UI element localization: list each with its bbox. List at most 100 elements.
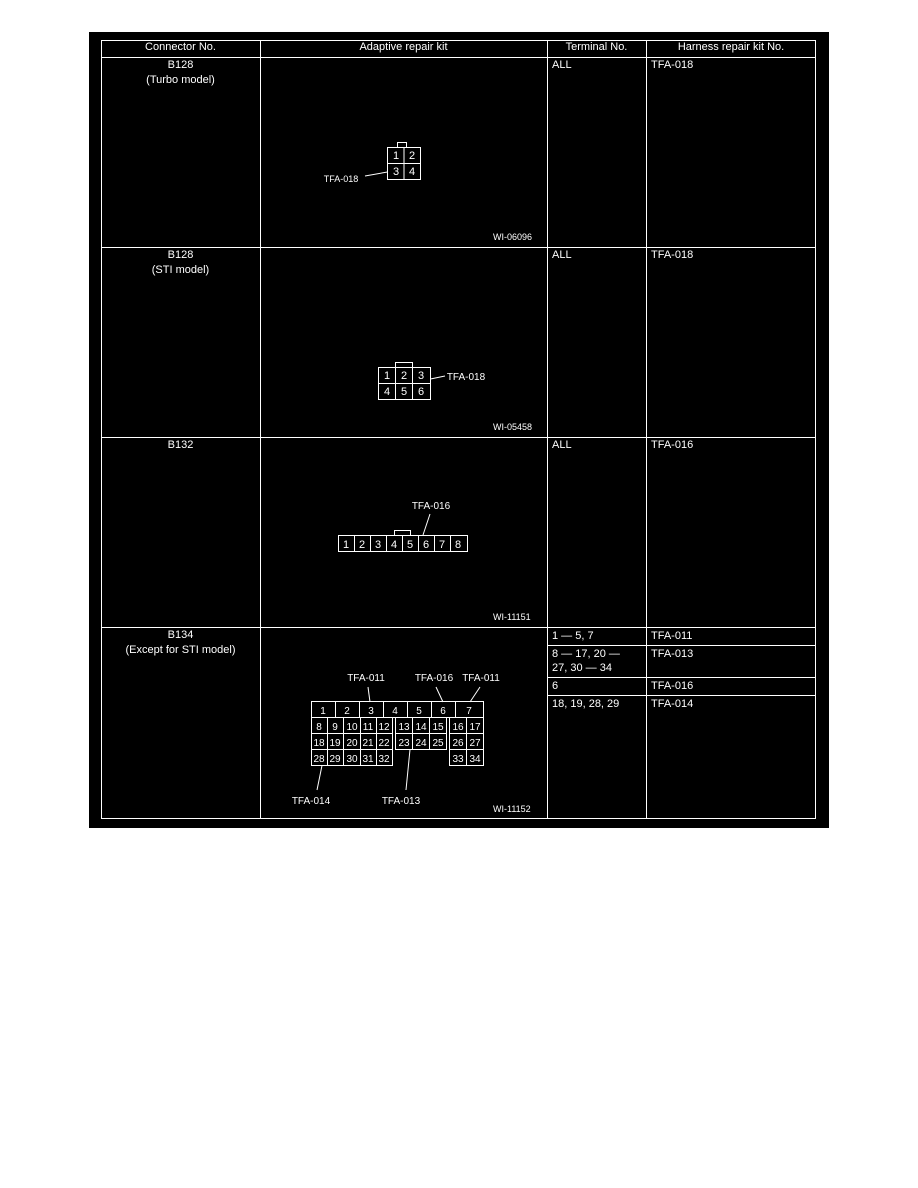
pin-label: 7 xyxy=(439,539,445,551)
pin-label: 13 xyxy=(398,722,410,733)
column-divider xyxy=(646,40,647,819)
row-divider xyxy=(101,247,816,248)
terminal-no-continued: 27, 30 — 34 xyxy=(552,662,612,674)
harness-kit-no: TFA-016 xyxy=(651,680,694,692)
terminal-no: ALL xyxy=(552,439,572,451)
pin-label: 5 xyxy=(416,706,422,717)
pin-label: 31 xyxy=(362,754,374,765)
header-terminal: Terminal No. xyxy=(565,41,628,53)
harness-kit-no: TFA-016 xyxy=(651,439,694,451)
header-connector: Connector No. xyxy=(145,41,216,53)
connector-note: (Except for STI model) xyxy=(125,644,236,656)
row-divider xyxy=(101,57,816,58)
connector-diagram-b128-turbo: 1 2 3 4 TFA-018 xyxy=(324,142,421,184)
subrow-divider xyxy=(547,645,816,646)
pin-label: 14 xyxy=(415,722,427,733)
diagram-code: WI-11152 xyxy=(493,804,531,814)
pin-label: 2 xyxy=(344,706,350,717)
pin-label: 26 xyxy=(452,738,464,749)
pin-label: 12 xyxy=(378,722,390,733)
harness-kit-no: TFA-011 xyxy=(651,630,693,642)
diagram-code: WI-11151 xyxy=(493,612,531,622)
pin-label: 3 xyxy=(368,706,374,717)
pin-label: 8 xyxy=(316,722,322,733)
leader-line xyxy=(364,171,388,177)
kit-callout: TFA-011 xyxy=(462,673,500,684)
pin-label: 1 xyxy=(384,370,390,382)
pin-label: 34 xyxy=(469,754,481,765)
pin-label: 1 xyxy=(343,539,349,551)
column-divider xyxy=(547,40,548,819)
pin-label: 17 xyxy=(469,722,481,733)
pin-label: 2 xyxy=(401,370,407,382)
terminal-no: 8 — 17, 20 — xyxy=(552,648,620,660)
pin-label: 24 xyxy=(415,738,427,749)
pin-label: 33 xyxy=(452,754,464,765)
harness-kit-no: TFA-018 xyxy=(651,249,694,261)
leader-line xyxy=(430,375,446,380)
leader-line xyxy=(435,686,444,703)
harness-kit-no: TFA-014 xyxy=(651,698,694,710)
pin-label: 9 xyxy=(332,722,338,733)
pin-label: 15 xyxy=(432,722,444,733)
pin-label: 6 xyxy=(418,386,424,398)
pin-label: 18 xyxy=(313,738,325,749)
kit-callout: TFA-013 xyxy=(382,796,421,807)
pin-label: 4 xyxy=(409,166,415,178)
row-divider xyxy=(101,437,816,438)
pin-label: 29 xyxy=(329,754,341,765)
terminal-no: 1 — 5, 7 xyxy=(552,630,594,642)
header-harness-kit: Harness repair kit No. xyxy=(677,41,785,53)
pin-label: 7 xyxy=(466,706,472,717)
pin-label: 10 xyxy=(346,722,358,733)
connector-id: B128 xyxy=(167,59,194,71)
connector-id: B128 xyxy=(167,249,194,261)
connector-diagram-b132: 1 2 3 4 5 6 7 8 TFA-016 xyxy=(338,501,468,552)
diagram-code: WI-06096 xyxy=(493,232,533,242)
leader-line xyxy=(405,749,411,791)
leader-line xyxy=(316,765,323,791)
wiring-repair-table: Connector No. Adaptive repair kit Termin… xyxy=(89,32,829,828)
harness-kit-no: TFA-013 xyxy=(651,648,694,660)
table-frame xyxy=(101,40,816,819)
diagram-code: WI-05458 xyxy=(493,422,533,432)
pin-label: 20 xyxy=(346,738,358,749)
kit-callout: TFA-018 xyxy=(324,174,359,184)
pin-label: 28 xyxy=(313,754,325,765)
pin-label: 5 xyxy=(401,386,407,398)
pin-label: 4 xyxy=(392,706,398,717)
pin-label: 2 xyxy=(359,539,365,551)
pin-label: 5 xyxy=(407,539,413,551)
pin-label: 27 xyxy=(469,738,481,749)
pin-label: 19 xyxy=(329,738,341,749)
pin-label: 4 xyxy=(384,386,390,398)
terminal-no: ALL xyxy=(552,249,572,261)
connector-note: (Turbo model) xyxy=(146,74,215,86)
leader-line xyxy=(422,513,431,536)
kit-callout: TFA-016 xyxy=(412,501,451,512)
pin-label: 21 xyxy=(362,738,374,749)
pin-label: 8 xyxy=(455,539,461,551)
pin-label: 4 xyxy=(391,539,397,551)
connector-latch xyxy=(397,142,407,148)
pin-label: 11 xyxy=(363,722,374,733)
column-divider xyxy=(260,40,261,819)
terminal-no: 18, 19, 28, 29 xyxy=(552,698,620,710)
connector-id: B134 xyxy=(167,629,194,641)
connector-latch xyxy=(394,530,411,536)
connector-diagram-b128-sti: 1 2 3 4 5 6 TFA-018 xyxy=(378,362,486,400)
pin-label: 22 xyxy=(378,738,390,749)
terminal-no: 6 xyxy=(552,680,559,692)
pin-label: 32 xyxy=(378,754,390,765)
row-divider xyxy=(101,627,816,628)
terminal-no: ALL xyxy=(552,59,572,71)
pin-label: 1 xyxy=(393,150,399,162)
pin-label: 3 xyxy=(393,166,399,178)
pin-label: 30 xyxy=(346,754,358,765)
pin-label: 3 xyxy=(375,539,381,551)
pin-label: 3 xyxy=(418,370,424,382)
header-adaptive-kit: Adaptive repair kit xyxy=(359,41,448,53)
pin-label: 6 xyxy=(423,539,429,551)
kit-callout: TFA-011 xyxy=(347,673,385,684)
pin-label: 6 xyxy=(440,706,446,717)
